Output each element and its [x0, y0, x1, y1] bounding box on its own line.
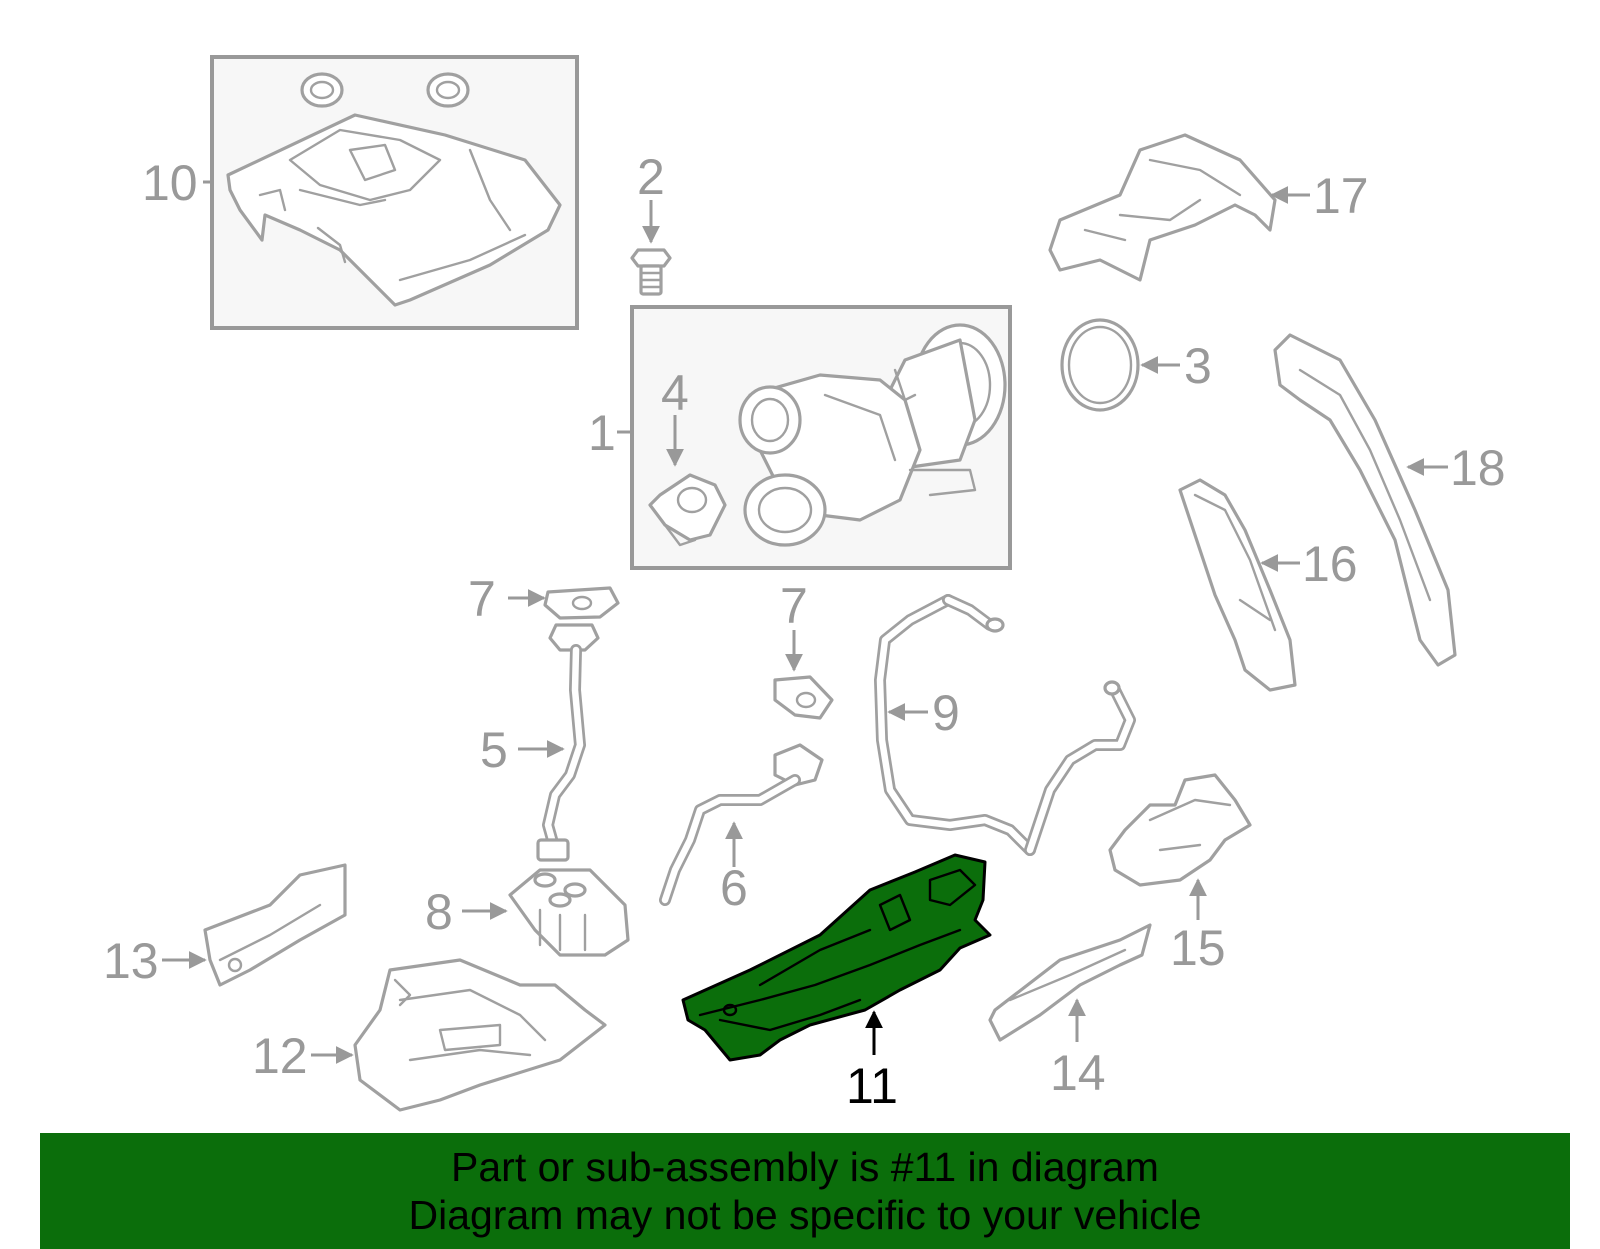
callout-12: 12	[252, 1028, 308, 1084]
banner-line-2: Diagram may not be specific to your vehi…	[408, 1192, 1202, 1238]
leader-lines	[162, 180, 1448, 1064]
callout-3: 3	[1184, 338, 1212, 394]
part-9-coolant-line[interactable]	[874, 594, 1136, 856]
part-5-oil-line[interactable]	[536, 623, 600, 862]
part-2-bolt[interactable]	[630, 248, 672, 296]
part-12-lower-shield[interactable]	[353, 958, 607, 1112]
part-1-turbocharger[interactable]	[630, 305, 1012, 570]
callout-13: 13	[103, 933, 159, 989]
callout-17: 17	[1313, 168, 1369, 224]
info-banner: Part or sub-assembly is #11 in diagram D…	[40, 1133, 1570, 1249]
callout-16: 16	[1302, 536, 1358, 592]
callout-10: 10	[142, 155, 198, 211]
part-17-heat-shield[interactable]	[1048, 133, 1277, 282]
callout-1: 1	[588, 405, 616, 461]
callout-11: 11	[846, 1058, 898, 1114]
callout-7b: 7	[780, 578, 808, 634]
callout-7a: 7	[468, 571, 496, 627]
part-13-bracket[interactable]	[203, 863, 347, 987]
callout-8: 8	[425, 884, 453, 940]
part-6-oil-return-line[interactable]	[659, 743, 824, 906]
callout-15: 15	[1170, 920, 1226, 976]
part-3-clamp[interactable]	[1060, 318, 1140, 412]
callout-9: 9	[932, 685, 960, 741]
callout-2: 2	[637, 149, 665, 205]
part-8-fitting-block[interactable]	[508, 868, 630, 957]
part-16-heat-shield[interactable]	[1178, 478, 1297, 692]
banner-line-1: Part or sub-assembly is #11 in diagram	[451, 1144, 1159, 1190]
callout-5: 5	[480, 722, 508, 778]
part-7-gasket-b[interactable]	[773, 675, 834, 720]
callout-4: 4	[661, 365, 689, 421]
part-11-heat-shield-highlighted[interactable]	[681, 853, 992, 1062]
callout-6: 6	[720, 860, 748, 916]
callout-14: 14	[1050, 1045, 1106, 1101]
callout-labels: 10 2 1 4 3 17 18 16 7 7 5 6 9 8 13 12 14…	[103, 149, 1506, 1114]
part-18-heat-shield[interactable]	[1273, 333, 1457, 667]
part-4-actuator[interactable]	[648, 473, 727, 547]
callout-18: 18	[1450, 440, 1506, 496]
part-15-bracket[interactable]	[1108, 773, 1252, 887]
part-10-engine-cover[interactable]	[210, 55, 579, 330]
part-14-shield[interactable]	[988, 923, 1152, 1042]
part-7-gasket-a[interactable]	[543, 586, 620, 620]
